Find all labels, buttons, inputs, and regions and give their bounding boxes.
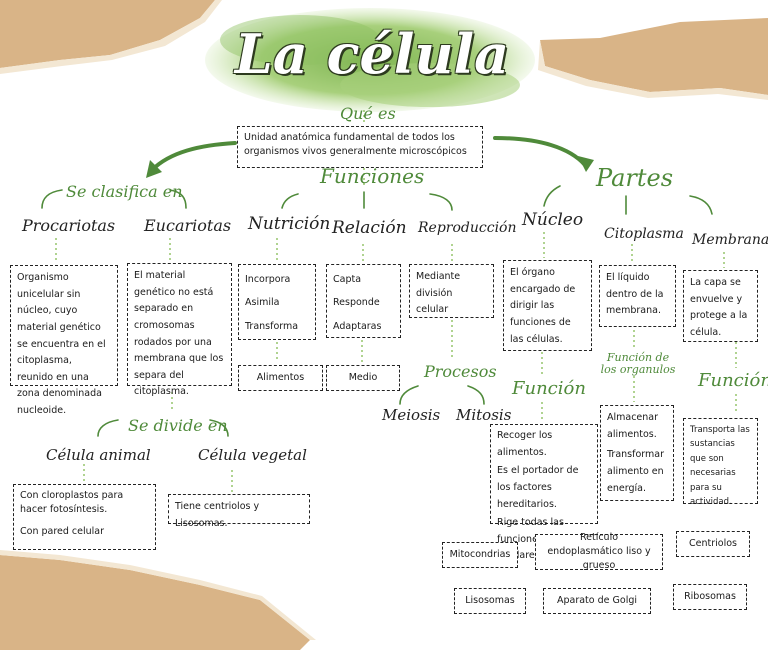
- page-title: La célula: [234, 22, 510, 86]
- nucleo-funcion-item: Es el portador de los factores hereditar…: [497, 465, 579, 510]
- divide-label: Se divide en: [128, 416, 228, 435]
- citoplasma-funcion-text: Función de los organulos: [600, 351, 676, 377]
- celula-animal-item: Con pared celular: [20, 525, 105, 537]
- membrana-funcion: Transporta las sustancias que son necesa…: [683, 418, 758, 507]
- nucleo-text: El órgano encargado de dirigir las funci…: [503, 260, 592, 351]
- mitosis-label: Mitosis: [456, 406, 512, 424]
- nucleo-funcion-item: Rige todas las funciones celulares.: [497, 517, 564, 562]
- celula-animal-item: Con cloroplastos para hacer fotosíntesis…: [20, 490, 124, 516]
- relacion-box: Capta Responde Adaptaras: [326, 264, 401, 338]
- eucariotas-label: Eucariotas: [144, 216, 232, 235]
- citoplasma-label: Citoplasma: [604, 226, 684, 242]
- nucleo-funcion-label: Función: [512, 378, 586, 399]
- organulo-ribosomas: Ribosomas: [673, 584, 747, 610]
- relacion-item: Adaptaras: [333, 320, 382, 332]
- que-es-label: Qué es: [340, 104, 396, 123]
- relacion-item: Responde: [333, 297, 380, 309]
- membrana-funcion-label: Función: [698, 370, 768, 391]
- celula-vegetal-label: Célula vegetal: [198, 446, 307, 464]
- partes-label: Partes: [596, 164, 674, 192]
- alimentos-box: Alimentos: [238, 365, 323, 391]
- nutricion-item: Asimila: [245, 297, 280, 309]
- procariotas-text: Organismo unicelular sin núcleo, cuyo ma…: [10, 265, 118, 416]
- organulo-reticulo: Retículo endoplasmático liso y grueso: [535, 532, 663, 571]
- citoplasma-funcion-item: Almacenar alimentos.: [607, 412, 659, 440]
- nucleo-funciones: Recoger los alimentos. Es el portador de…: [490, 424, 598, 561]
- reproduccion-label: Reproducción: [418, 220, 517, 236]
- relacion-item: Capta: [333, 274, 362, 285]
- organulo-mitocondrias: Mitocondrias: [442, 542, 518, 568]
- funciones-label: Funciones: [320, 164, 425, 188]
- citoplasma-funciones: Almacenar alimentos. Transformar aliment…: [600, 405, 674, 501]
- nutricion-item: Transforma: [245, 320, 299, 332]
- nucleo-label: Núcleo: [522, 210, 584, 230]
- nutricion-label: Nutrición: [248, 214, 331, 234]
- citoplasma-funcion-item: Transformar alimento en energía.: [607, 449, 664, 494]
- nutricion-box: Incorpora Asimila Transforma: [238, 264, 316, 340]
- celula-animal-text: Con cloroplastos para hacer fotosíntesis…: [13, 484, 156, 550]
- organulo-centriolos: Centriolos: [676, 531, 750, 557]
- membrana-text: La capa se envuelve y protege a la célul…: [683, 270, 758, 342]
- eucariotas-text: El material genético no está separado en…: [127, 263, 232, 397]
- que-es-definition: Unidad anatómica fundamental de todos lo…: [237, 126, 483, 168]
- meiosis-label: Meiosis: [382, 406, 441, 424]
- organulo-lisosomas: Lisosomas: [454, 588, 526, 614]
- nutricion-item: Incorpora: [245, 274, 291, 285]
- procesos-label: Procesos: [424, 362, 497, 381]
- celula-animal-label: Célula animal: [46, 446, 151, 464]
- citoplasma-text: El líquido dentro de la membrana.: [599, 265, 676, 327]
- nucleo-funcion-item: Recoger los alimentos.: [497, 430, 553, 458]
- membrana-label: Membrana: [692, 232, 768, 248]
- celula-vegetal-text: Tiene centriolos y Lisosomas.: [168, 494, 310, 529]
- citoplasma-funcion-label: Función de los organulos: [598, 351, 678, 377]
- medio-box: Medio: [326, 365, 400, 391]
- relacion-label: Relación: [332, 218, 407, 238]
- organulo-golgi: Aparato de Golgi: [543, 588, 651, 614]
- clasifica-label: Se clasifica en: [66, 182, 183, 201]
- procariotas-label: Procariotas: [22, 216, 116, 235]
- reproduccion-text: Mediante división celular: [409, 264, 494, 318]
